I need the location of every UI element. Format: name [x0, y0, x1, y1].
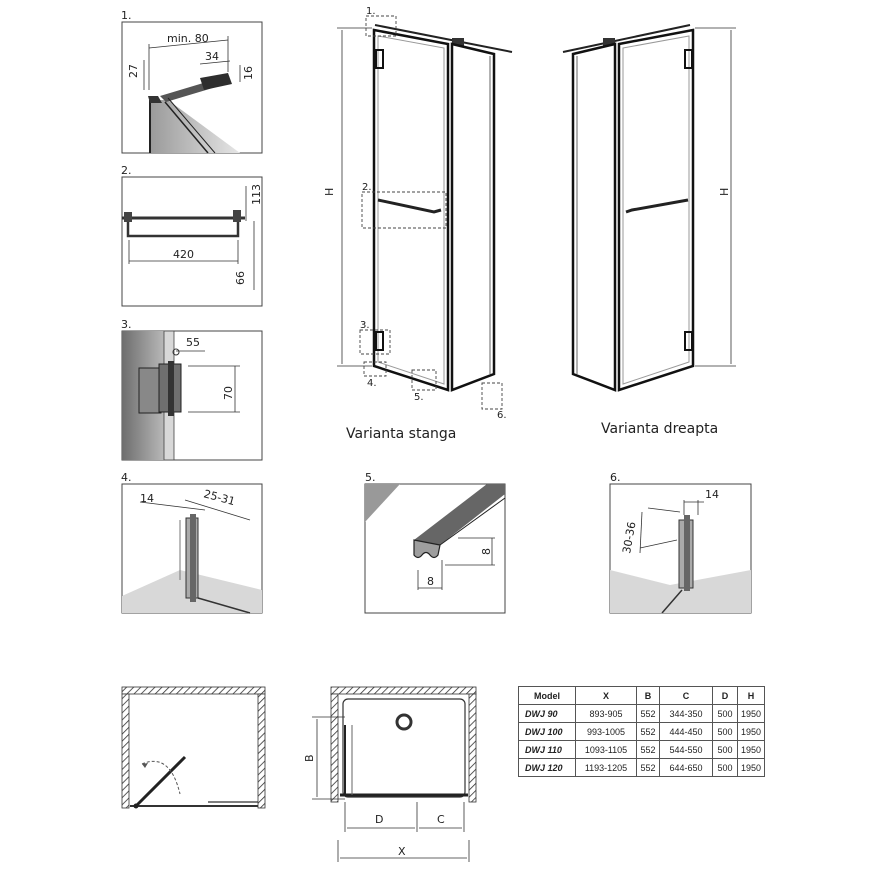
- height-label: H: [323, 188, 336, 196]
- drain: [395, 713, 413, 731]
- dim-8-height: 8: [480, 548, 493, 555]
- hinge-top: [375, 49, 384, 69]
- towel-handle: [625, 198, 689, 214]
- panel-number: 2.: [121, 164, 132, 177]
- dim-70: 70: [222, 386, 235, 400]
- table-header-row: Model X B C D H: [518, 686, 765, 705]
- height-label: H: [718, 188, 731, 196]
- panel-number: 3.: [121, 318, 132, 331]
- door-leaf: [134, 755, 187, 808]
- hinge-bottom: [684, 331, 693, 351]
- col-d: D: [712, 686, 738, 705]
- col-c: C: [659, 686, 713, 705]
- glass-panel: [150, 100, 240, 153]
- dim-34: 34: [205, 50, 219, 63]
- dim-D: D: [375, 813, 383, 826]
- panel-number: 6.: [610, 471, 621, 484]
- fixed-panel: [450, 42, 496, 392]
- towel-handle: [377, 198, 442, 214]
- callout-2: 2.: [362, 182, 372, 193]
- dim-X: X: [398, 845, 406, 858]
- wall-bracket: [200, 73, 232, 90]
- dim-16: 16: [242, 66, 255, 80]
- right-variant-view: H Varianta dreapta: [562, 24, 736, 437]
- callout-5: 5.: [414, 392, 424, 403]
- panel-number: 4.: [121, 471, 132, 484]
- door-panel: [617, 28, 695, 392]
- dim-14: 14: [140, 492, 154, 505]
- plan-view-dimensions: B D C X: [303, 686, 477, 862]
- hinge-top: [684, 49, 693, 69]
- plan-view-swing: [121, 686, 266, 809]
- callout-3: 3.: [360, 320, 370, 331]
- detail-panel-5: 5. 8 8: [364, 471, 506, 614]
- dim-8-width: 8: [427, 575, 434, 588]
- col-b: B: [636, 686, 660, 705]
- dim-B: B: [303, 754, 316, 762]
- stabilizer-bar: [562, 24, 691, 53]
- seal-profile: [413, 539, 441, 559]
- detail-panel-6: 6. 14 30-36: [609, 471, 752, 614]
- detail-panel-3: 3. 55 70: [121, 318, 263, 461]
- dim-min-80: min. 80: [167, 32, 209, 45]
- dim-113: 113: [250, 184, 263, 205]
- col-model: Model: [518, 686, 576, 705]
- panel-number: 5.: [365, 471, 376, 484]
- callout-1: 1.: [366, 6, 376, 17]
- door-panel: [372, 28, 450, 392]
- callout-4: 4.: [367, 378, 377, 389]
- dim-66: 66: [234, 271, 247, 285]
- dim-420: 420: [173, 248, 194, 261]
- dim-14: 14: [705, 488, 719, 501]
- fixed-panel: [571, 42, 617, 392]
- right-variant-caption: Varianta dreapta: [601, 421, 718, 437]
- left-variant-caption: Varianta stanga: [346, 426, 456, 442]
- dim-C: C: [437, 813, 445, 826]
- callout-6: 6.: [497, 410, 507, 421]
- dim-30-36: 30-36: [620, 521, 638, 555]
- col-h: H: [737, 686, 765, 705]
- hinge-bottom: [375, 331, 384, 351]
- dim-27: 27: [127, 64, 140, 78]
- detail-panel-4: 4. 14 25-31: [121, 471, 263, 614]
- towel-bar: [126, 222, 240, 238]
- panel-number: 1.: [121, 9, 132, 22]
- detail-panel-2: 2. 420 113 66: [121, 164, 263, 307]
- stabilizer-bar: [374, 24, 513, 53]
- detail-panel-1: 1. min. 80 34 27 16: [121, 9, 263, 154]
- dim-55: 55: [186, 336, 200, 349]
- shower-tray: [342, 698, 466, 798]
- col-x: X: [575, 686, 637, 705]
- left-variant-view: H 1. 2. 3. 4. 5. 6. Varianta stanga: [323, 6, 513, 442]
